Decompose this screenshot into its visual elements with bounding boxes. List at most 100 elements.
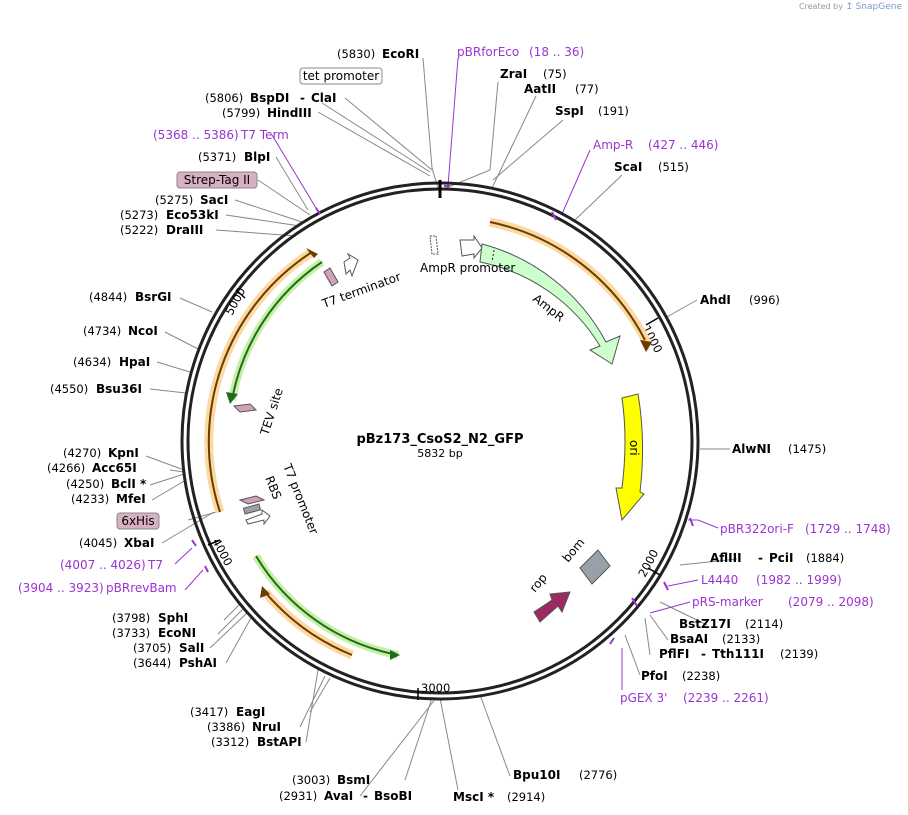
enzyme-pos: (5371) <box>198 150 236 164</box>
enzyme-pos: (1884) <box>806 551 844 565</box>
enzyme-pos: (5830) <box>337 47 375 61</box>
primer-name: pGEX 3' <box>620 691 667 705</box>
enzyme-name: BstAPI <box>257 735 302 749</box>
ampr-promoter-arrow <box>459 234 483 260</box>
enzyme-name: Bsu36I <box>96 382 142 396</box>
enzyme-name: PshAI <box>179 656 217 670</box>
primer-range: (2079 .. 2098) <box>788 595 874 609</box>
enzyme-pos: (3003) <box>292 773 330 787</box>
backbone <box>180 180 700 701</box>
enzyme-name: PflFI <box>659 647 689 661</box>
orf-green-arc-bottom <box>252 553 400 660</box>
credit-prefix: Created by <box>798 2 843 11</box>
enzyme-name: - <box>300 91 305 105</box>
enzyme-name: MfeI <box>116 492 146 506</box>
feature-ori: ori <box>627 440 641 456</box>
enzyme-pos: (3798) <box>112 611 150 625</box>
enzyme-pos: (4045) <box>79 536 117 550</box>
primer-name: pBR322ori-F <box>720 522 794 536</box>
enzyme-name: SphI <box>158 611 188 625</box>
feature-tev-site: TEV site <box>257 386 286 438</box>
enzyme-pos: (191) <box>598 104 629 118</box>
primer-name: Amp-R <box>593 138 633 152</box>
enzyme-name: BstZ17I <box>679 617 731 631</box>
enzyme-pos: (4734) <box>83 324 121 338</box>
feature-t7-promoter: T7 promoter <box>280 461 321 536</box>
primer-range: (5368 .. 5386) <box>153 128 239 142</box>
enzyme-name: EcoRI <box>382 47 419 61</box>
enzyme-pos: (515) <box>658 160 689 174</box>
primer-range: (18 .. 36) <box>529 45 584 59</box>
enzyme-name: Acc65I <box>92 461 137 475</box>
enzyme-name: Eco53kI <box>166 208 219 222</box>
orf-orange-arc-left <box>204 248 318 514</box>
credit-brand: SnapGene <box>855 2 902 12</box>
enzyme-pos: (4844) <box>89 290 127 304</box>
orf-orange-arc-right <box>489 217 653 352</box>
enzyme-pos: (2776) <box>579 768 617 782</box>
enzyme-name: BsrGI <box>135 290 172 304</box>
enzyme-name: DraIII <box>166 223 203 237</box>
tev-site-feature <box>232 403 258 413</box>
enzyme-name: ZraI <box>500 67 527 81</box>
enzyme-pos: (2114) <box>745 617 783 631</box>
enzyme-name: NruI <box>252 720 281 734</box>
tet-promoter-box <box>299 67 383 85</box>
t7-terminator-arrow <box>343 252 359 278</box>
rbs-feature <box>242 503 262 515</box>
snapgene-logo-icon: ↥ <box>845 2 854 12</box>
enzyme-name: AlwNI <box>732 442 771 456</box>
enzyme-name: BsaAI <box>670 632 708 646</box>
enzyme-name: BclI * <box>111 477 147 491</box>
primer-name: pRS-marker <box>692 595 763 609</box>
primer-range: (1729 .. 1748) <box>805 522 891 536</box>
enzyme-pos: (77) <box>575 82 599 96</box>
enzyme-name: BsmI <box>337 773 370 787</box>
primer-bind-marker <box>429 235 439 255</box>
enzyme-name: AhdI <box>700 293 731 307</box>
enzyme-name: - <box>758 551 763 565</box>
enzyme-name-2: BsoBI <box>374 789 412 803</box>
orf-orange-arc-bottom <box>260 586 354 660</box>
feature-rop: rop <box>527 571 550 595</box>
bom-box <box>579 549 611 585</box>
enzyme-pos: (4266) <box>47 461 85 475</box>
enzyme-name: BspDI <box>250 91 289 105</box>
enzyme-name: BlpI <box>244 150 270 164</box>
enzyme-pos: (5806) <box>205 91 243 105</box>
enzyme-pos: (2931) <box>279 789 317 803</box>
his-tag-label: 6xHis <box>121 514 154 528</box>
enzyme-pos: (4250) <box>66 477 104 491</box>
enzyme-name: HindIII <box>267 106 312 120</box>
enzyme-pos: (75) <box>543 67 567 81</box>
enzyme-pos: (3312) <box>211 735 249 749</box>
enzyme-name: - <box>363 789 368 803</box>
plasmid-size: 5832 bp <box>417 447 462 460</box>
enzyme-name: KpnI <box>108 446 139 460</box>
feature-bom: bom <box>560 536 588 565</box>
enzyme-pos: (5273) <box>120 208 158 222</box>
strep-tag-box <box>176 171 258 189</box>
enzyme-name: NcoI <box>128 324 158 338</box>
enzyme-pos: (4270) <box>63 446 101 460</box>
feature-ampr-promoter: AmpR promoter <box>420 261 515 275</box>
his-tag-box <box>116 512 160 530</box>
primer-name: pBRforEco <box>457 45 519 59</box>
enzyme-pos: (3733) <box>112 626 150 640</box>
enzyme-pos: (996) <box>749 293 780 307</box>
primer-name: T7 Term <box>240 128 289 142</box>
enzyme-pos: (5222) <box>120 223 158 237</box>
enzyme-pos: (2139) <box>780 647 818 661</box>
enzyme-name: EagI <box>236 705 265 719</box>
primer-range: (1982 .. 1999) <box>756 573 842 587</box>
enzyme-pos: (3705) <box>133 641 171 655</box>
enzyme-pos: (5275) <box>155 193 193 207</box>
tick-3000: 3000 <box>421 681 450 695</box>
primer-range: (2239 .. 2261) <box>683 691 769 705</box>
enzyme-name: EcoNI <box>158 626 196 640</box>
enzyme-name: AflIII <box>710 551 742 565</box>
enzyme-name: AatII <box>524 82 556 96</box>
enzyme-pos: (4634) <box>73 355 111 369</box>
t7-promoter-arrow <box>245 509 271 526</box>
primer-range: (3904 .. 3923) <box>18 581 104 595</box>
